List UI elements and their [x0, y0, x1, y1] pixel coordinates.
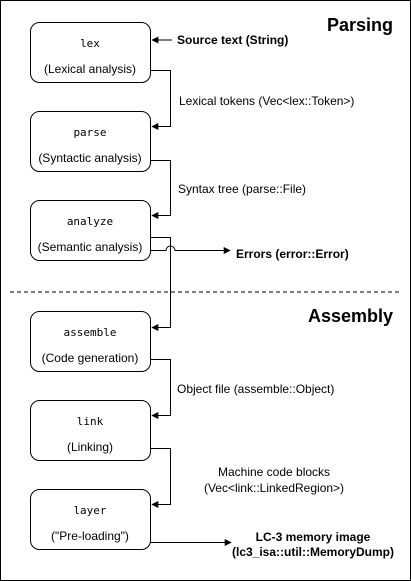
edge-assemble-to-link	[150, 359, 171, 419]
output-label-line1: LC-3 memory image	[256, 530, 371, 544]
errors-arrow	[150, 245, 231, 254]
output-label-line2: (lc3_isa::util::MemoryDump)	[232, 545, 394, 559]
input-label: Source text (String)	[177, 33, 288, 47]
stage-layer: layer ("Pre-loading")	[30, 489, 151, 550]
stage-parse: parse (Syntactic analysis)	[30, 111, 151, 172]
section-title-parsing: Parsing	[327, 15, 393, 35]
edge-parse-to-analyze	[150, 160, 171, 219]
stage-link: link (Linking)	[30, 400, 151, 461]
stage-link-description: (Linking)	[67, 440, 113, 454]
stage-lex: lex (Lexical analysis)	[30, 22, 151, 83]
edge-link-to-layer	[150, 448, 171, 508]
edge-assemble-to-link-label: Object file (assemble::Object)	[177, 382, 334, 396]
stage-assemble: assemble (Code generation)	[30, 311, 151, 372]
edge-lex-to-parse-label: Lexical tokens (Vec<lex::Token>)	[179, 94, 354, 108]
stage-parse-description: (Syntactic analysis)	[38, 151, 141, 165]
edge-link-to-layer-label-line2: (Vec<link::LinkedRegion>)	[204, 481, 344, 495]
stage-link-name: link	[77, 415, 104, 428]
edge-link-to-layer-label-line1: Machine code blocks	[218, 465, 330, 479]
stage-analyze-description: (Semantic analysis)	[38, 240, 143, 254]
stage-analyze: analyze (Semantic analysis)	[30, 200, 151, 261]
stage-analyze-name: analyze	[67, 215, 113, 228]
section-title-assembly: Assembly	[308, 306, 393, 326]
stage-layer-description: ("Pre-loading")	[51, 529, 129, 543]
stage-lex-description: (Lexical analysis)	[44, 62, 136, 76]
errors-label: Errors (error::Error)	[236, 247, 349, 261]
edge-parse-to-analyze-label: Syntax tree (parse::File)	[178, 182, 306, 196]
stage-assemble-name: assemble	[64, 326, 117, 339]
stage-lex-name: lex	[80, 37, 100, 50]
edge-analyze-to-assemble	[150, 237, 171, 331]
stage-parse-name: parse	[73, 126, 106, 139]
stage-layer-name: layer	[73, 504, 106, 517]
edge-lex-to-parse	[150, 70, 171, 130]
stage-assemble-description: (Code generation)	[42, 351, 139, 365]
